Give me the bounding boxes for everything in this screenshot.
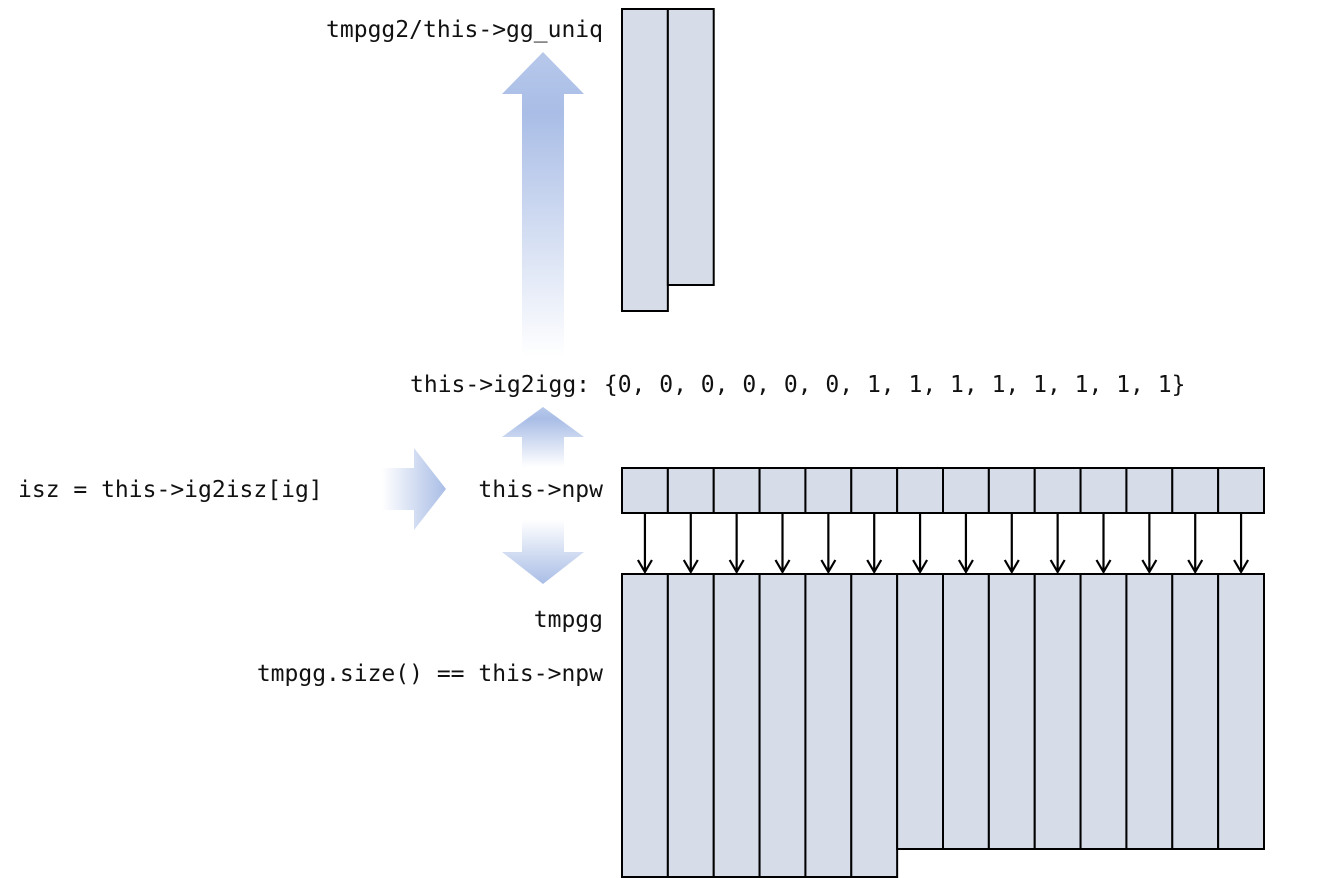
npw-cell [804, 467, 853, 514]
tmpgg-column [942, 573, 990, 850]
copy-arrow [820, 514, 837, 575]
tmpgg-column [758, 573, 807, 878]
gg-uniq-column [621, 8, 669, 312]
gg-uniq-label: tmpgg2/this->gg_uniq [326, 17, 603, 43]
npw-cell [987, 467, 1036, 514]
large-up-arrow [502, 52, 584, 357]
npw-cell [1033, 467, 1082, 514]
copy-arrow [1003, 514, 1020, 575]
npw-cell [1217, 467, 1265, 514]
copy-arrow [636, 514, 653, 575]
copy-arrow [774, 514, 791, 575]
tmpgg-column [1217, 573, 1265, 850]
down-arrow [502, 520, 584, 584]
tmpgg-column [987, 573, 1036, 850]
npw-cell [758, 467, 807, 514]
tmpgg-column [804, 573, 853, 878]
npw-cell [850, 467, 899, 514]
copy-arrow [1049, 514, 1066, 575]
tmpgg-column [1125, 573, 1174, 850]
copy-arrow [957, 514, 974, 575]
copy-arrow [1187, 514, 1204, 575]
npw-cell [1171, 467, 1220, 514]
npw-label: this->npw [478, 477, 603, 503]
gg-uniq-column [666, 8, 715, 286]
tmpgg-column [621, 573, 669, 878]
tmpgg-column [1033, 573, 1082, 850]
npw-cell [1079, 467, 1128, 514]
npw-cell [621, 467, 669, 514]
tmpgg-column [1171, 573, 1220, 850]
copy-arrow [1141, 514, 1158, 575]
small-up-arrow [502, 407, 584, 467]
npw-cell [942, 467, 990, 514]
tmpgg-label: tmpgg [533, 607, 603, 633]
isz-label: isz = this->ig2isz[ig] [18, 477, 323, 503]
npw-cell [1125, 467, 1174, 514]
copy-arrow [682, 514, 699, 575]
npw-cell [666, 467, 715, 514]
tmpgg-column [712, 573, 761, 878]
tmpgg-column [850, 573, 899, 878]
tmpgg-column [1079, 573, 1128, 850]
tmpgg-column [896, 573, 945, 850]
copy-arrow [866, 514, 883, 575]
copy-arrow [1233, 514, 1250, 575]
copy-arrow [728, 514, 745, 575]
npw-cell [712, 467, 761, 514]
copy-arrow [912, 514, 929, 575]
tmpgg-column [666, 573, 715, 878]
npw-cell [896, 467, 945, 514]
ig2igg-label: this->ig2igg: {0, 0, 0, 0, 0, 0, 1, 1, 1… [410, 372, 1186, 398]
copy-arrow [1095, 514, 1112, 575]
size-eq-label: tmpgg.size() == this->npw [256, 661, 603, 687]
right-arrow [382, 448, 446, 530]
